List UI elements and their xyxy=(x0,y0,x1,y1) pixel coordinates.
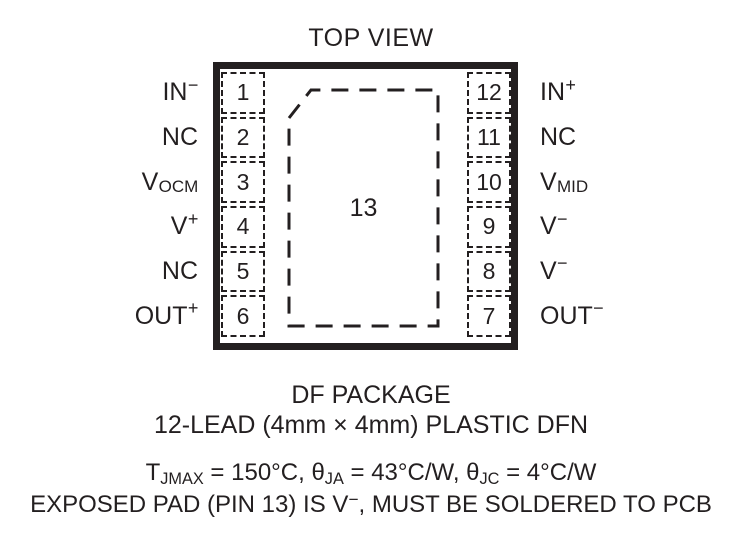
theta-ja-sub: JA xyxy=(324,470,344,489)
pin-label-6-name: OUT xyxy=(134,301,188,330)
pin-label-10-sub: MID xyxy=(557,176,589,196)
pin-label-1-name: IN xyxy=(162,78,188,107)
pin-box-11: 11 xyxy=(467,116,511,159)
pin-box-1: 1 xyxy=(221,72,265,114)
pin-label-12-name: IN xyxy=(540,78,565,107)
pin-box-12: 12 xyxy=(467,72,511,114)
pin-label-5: NC xyxy=(162,251,210,293)
exposed-pad-number: 13 xyxy=(349,193,378,222)
pin-box-2: 2 xyxy=(221,116,265,159)
pin-box-4: 4 xyxy=(221,206,265,248)
tjmax-sub: JMAX xyxy=(160,470,204,489)
pin-label-2: NC xyxy=(162,117,210,159)
theta-ja-label: θ xyxy=(311,459,325,486)
pin-label-10-name: V xyxy=(540,167,557,196)
tjmax-value: = 150°C, xyxy=(203,459,312,486)
pin-label-8: V− xyxy=(528,251,568,293)
pin-label-1-sup: − xyxy=(187,74,199,95)
pin-box-10: 10 xyxy=(467,161,511,204)
pin-label-9-sup: − xyxy=(557,208,568,229)
pin-label-5-name: NC xyxy=(161,257,198,286)
pin-label-6: OUT+ xyxy=(135,295,210,337)
package-name: DF PACKAGE xyxy=(291,381,451,409)
pin-box-6: 6 xyxy=(221,295,265,338)
exposed-pad-note-post: , MUST BE SOLDERED TO PCB xyxy=(358,491,712,518)
pin-label-1: IN− xyxy=(162,72,210,114)
theta-jc-label: θ xyxy=(466,459,480,486)
pin-label-8-sup: − xyxy=(557,253,568,274)
pin-label-7-name: OUT xyxy=(540,301,593,330)
pin-label-7-sup: − xyxy=(593,298,604,319)
pin-label-12-sup: + xyxy=(565,74,576,95)
pin-label-3-sub: OCM xyxy=(158,176,199,196)
exposed-pad-note-sup: − xyxy=(348,488,359,509)
pin-label-11-name: NC xyxy=(540,123,577,151)
package-caption: DF PACKAGE 12-LEAD (4mm × 4mm) PLASTIC D… xyxy=(0,380,742,440)
pin-label-4-name: V xyxy=(170,212,188,241)
pin-label-12: IN+ xyxy=(528,72,576,114)
thermal-spec-line: TJMAX = 150°C, θJA = 43°C/W, θJC = 4°C/W xyxy=(0,458,742,490)
package-description: 12-LEAD (4mm × 4mm) PLASTIC DFN xyxy=(153,411,589,439)
pin-number-column-left: 1 2 3 4 5 6 xyxy=(221,72,265,340)
pin-label-2-name: NC xyxy=(161,123,198,151)
pin-label-3-name: V xyxy=(141,167,159,196)
pin-label-9: V− xyxy=(528,206,568,248)
theta-ja-value: = 43°C/W, xyxy=(343,459,467,486)
pin-box-7: 7 xyxy=(467,295,511,338)
pin-label-9-name: V xyxy=(540,212,557,241)
pin-box-8: 8 xyxy=(467,250,511,293)
pin-box-5: 5 xyxy=(221,250,265,293)
pin-label-7: OUT− xyxy=(528,295,604,337)
thermal-caption: TJMAX = 150°C, θJA = 43°C/W, θJC = 4°C/W… xyxy=(0,458,742,521)
pin-box-9: 9 xyxy=(467,206,511,248)
pin-number-column-right: 12 11 10 9 8 7 xyxy=(467,72,511,340)
pin-label-6-sup: + xyxy=(187,298,199,319)
tjmax-label: T xyxy=(145,459,161,486)
top-view-title: TOP VIEW xyxy=(308,24,434,52)
theta-jc-sub: JC xyxy=(479,470,500,489)
pin-box-3: 3 xyxy=(221,161,265,204)
pin-label-8-name: V xyxy=(540,257,557,286)
exposed-pad-note-pre: EXPOSED PAD (PIN 13) IS V xyxy=(30,491,349,518)
exposed-pad-note: EXPOSED PAD (PIN 13) IS V−, MUST BE SOLD… xyxy=(0,488,742,521)
exposed-pad-outline: 13 xyxy=(287,88,440,328)
pin-label-4: V+ xyxy=(171,206,210,248)
theta-jc-value: = 4°C/W xyxy=(499,459,597,486)
pin-label-11: NC xyxy=(528,117,576,159)
pin-label-4-sup: + xyxy=(187,208,199,229)
